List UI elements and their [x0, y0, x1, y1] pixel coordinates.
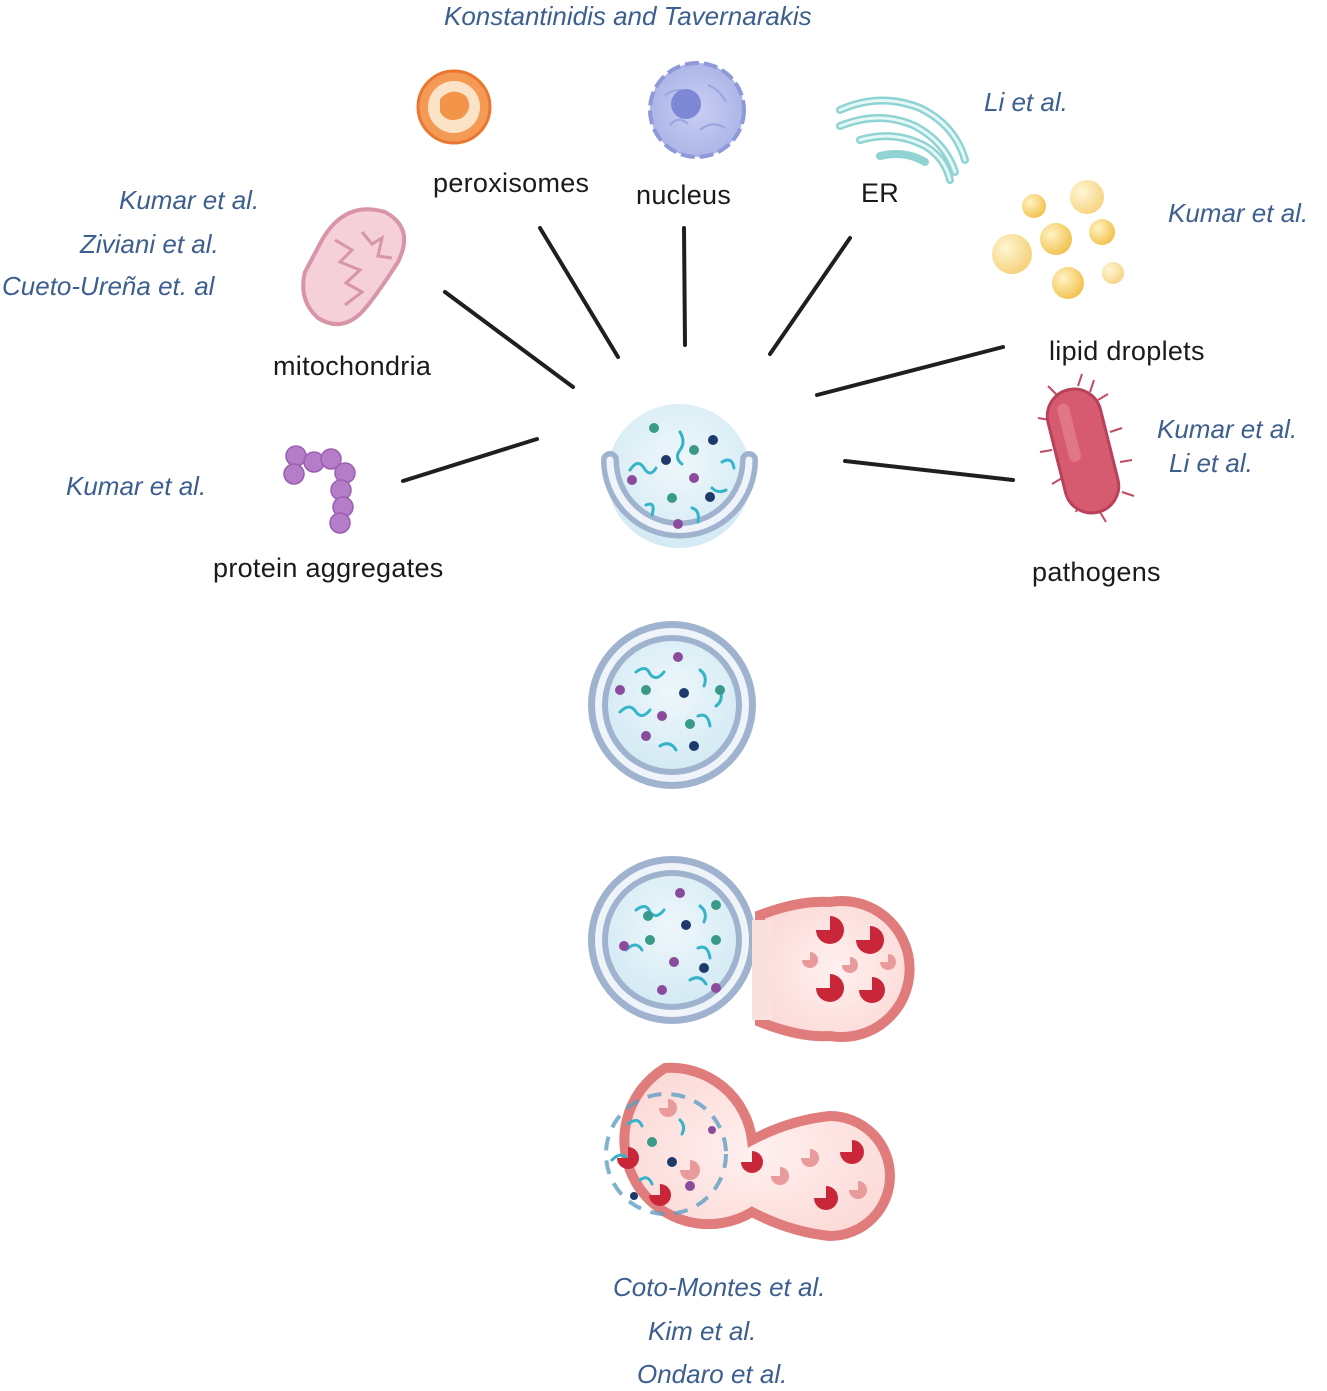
protein-aggregates-icon	[283, 445, 356, 534]
ref-pathogens-1: Kumar et al.	[1157, 414, 1298, 444]
line-lipid-droplets	[815, 345, 1005, 397]
ref-mitochondria-2: Ziviani et al.	[80, 229, 219, 259]
line-peroxisomes	[538, 226, 620, 359]
label-nucleus: nucleus	[636, 180, 732, 210]
line-mitochondria	[443, 290, 575, 389]
pathogen-icon	[1037, 373, 1135, 523]
ref-bottom-3: Ondaro et al.	[637, 1359, 788, 1389]
label-protein-aggregates: protein aggregates	[213, 553, 444, 583]
label-pathogens: pathogens	[1032, 557, 1161, 587]
ref-mitochondria-3: Cueto-Ureña et. al	[2, 271, 215, 301]
line-er	[768, 236, 852, 356]
label-mitochondria: mitochondria	[273, 351, 432, 381]
ref-bottom-1: Coto-Montes et al.	[613, 1272, 826, 1302]
ref-lipid-droplets: Kumar et al.	[1168, 198, 1309, 228]
connector-lines	[401, 226, 1015, 483]
line-nucleus	[682, 226, 687, 347]
line-protein-aggregates	[401, 437, 539, 483]
label-lipid-droplets: lipid droplets	[1049, 336, 1205, 366]
phagophore-icon	[601, 404, 758, 548]
mitochondria-icon	[301, 207, 407, 327]
autolysosome-icon	[604, 1062, 895, 1242]
autophagosome-icon	[588, 621, 756, 789]
fusion-icon	[588, 856, 915, 1042]
nucleus-icon	[648, 61, 746, 159]
ref-er: Li et al.	[984, 87, 1068, 117]
lipid-droplets-icon	[992, 180, 1124, 299]
er-icon-inner	[838, 99, 967, 182]
ref-bottom-2: Kim et al.	[648, 1316, 757, 1346]
ref-pathogens-2: Li et al.	[1169, 448, 1253, 478]
label-peroxisomes: peroxisomes	[433, 168, 590, 198]
ref-mitochondria-1: Kumar et al.	[119, 185, 260, 215]
label-er: ER	[861, 178, 900, 208]
ref-top: Konstantinidis and Tavernarakis	[444, 1, 812, 31]
ref-protein-aggregates: Kumar et al.	[66, 471, 207, 501]
peroxisome-icon	[416, 69, 492, 145]
line-pathogens	[843, 459, 1015, 482]
